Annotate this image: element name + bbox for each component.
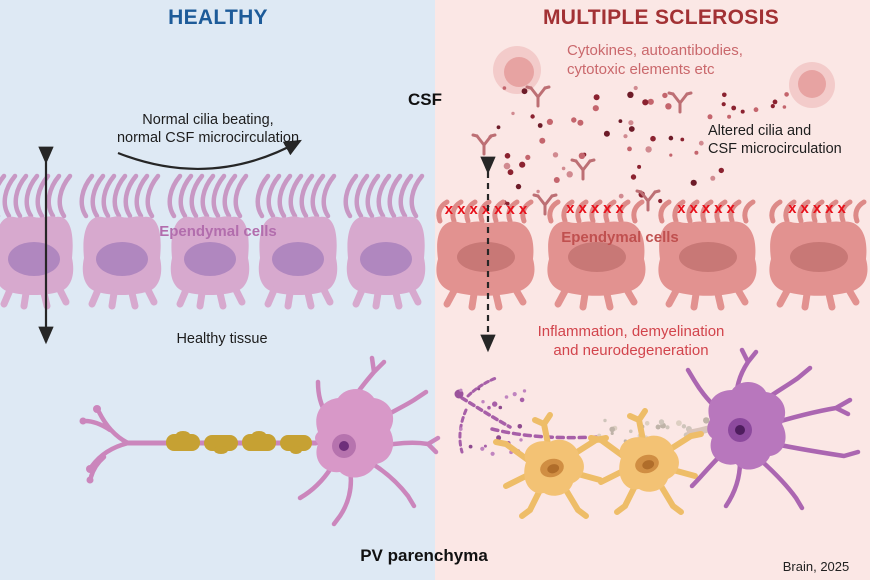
normal-cilia-caption: Normal cilia beating, normal CSF microci… — [117, 111, 299, 147]
normal-cilia-line2: normal CSF microcirculation — [116, 130, 300, 146]
inflammation-caption: Inflammation, demyelination and neurodeg… — [538, 322, 725, 360]
inflammation-line1: Inflammation, demyelination — [537, 323, 725, 340]
csf-label: CSF — [408, 90, 442, 109]
healthy-neuron — [79, 355, 441, 527]
immune-cell-left — [493, 46, 541, 94]
healthy-tissue-label: Healthy tissue — [176, 331, 268, 347]
altered-cilia-line2: CSF microcirculation — [708, 141, 842, 157]
x-marks-cell2: xxxxx — [566, 200, 628, 217]
x-marks-cell3: xxxxx — [677, 200, 739, 217]
x-marks-cell4: xxxxx — [788, 200, 850, 217]
fragmented-axon — [458, 376, 600, 454]
ms-degenerating-neuron — [454, 347, 861, 516]
ms-panel-title: MULTIPLE SCLEROSIS — [542, 6, 780, 29]
inflammation-line2: and neurodegeneration — [553, 342, 709, 359]
altered-cilia-caption: Altered cilia and CSF microcirculation — [708, 122, 842, 158]
axon-debris-purple — [459, 387, 527, 456]
healthy-cilia — [0, 176, 422, 216]
normal-circulation-curved-arrow — [117, 139, 302, 171]
autoantibody-icons — [471, 85, 693, 216]
cytokines-caption: Cytokines, autoantibodies, cytotoxic ele… — [567, 41, 743, 79]
credit-label: Brain, 2025 — [782, 559, 850, 574]
pv-parenchyma-label: PV parenchyma — [360, 546, 488, 565]
glial-cell-1 — [496, 415, 606, 516]
healthy-ependymal-label: Ependymal cells — [159, 223, 277, 240]
altered-cilia-line1: Altered cilia and — [708, 123, 812, 139]
normal-cilia-line1: Normal cilia beating, — [142, 112, 274, 128]
cytokines-line2: cytotoxic elements etc — [567, 61, 715, 78]
neuron-soma — [315, 389, 394, 478]
healthy-panel-title: HEALTHY — [168, 6, 268, 29]
axon-terminals — [82, 409, 131, 480]
cytokine-dot-cloud — [488, 85, 727, 206]
cytokines-line1: Cytokines, autoantibodies, — [567, 42, 743, 59]
cytokine-dots-sparse — [727, 92, 789, 119]
damaged-cilia-x-marks: xxxxxxx xxxxx xxxxx xxxxx — [445, 200, 850, 218]
myelin-sheath — [166, 431, 312, 454]
immune-cell-right — [789, 62, 835, 108]
ms-ependymal-label: Ependymal cells — [561, 229, 679, 246]
